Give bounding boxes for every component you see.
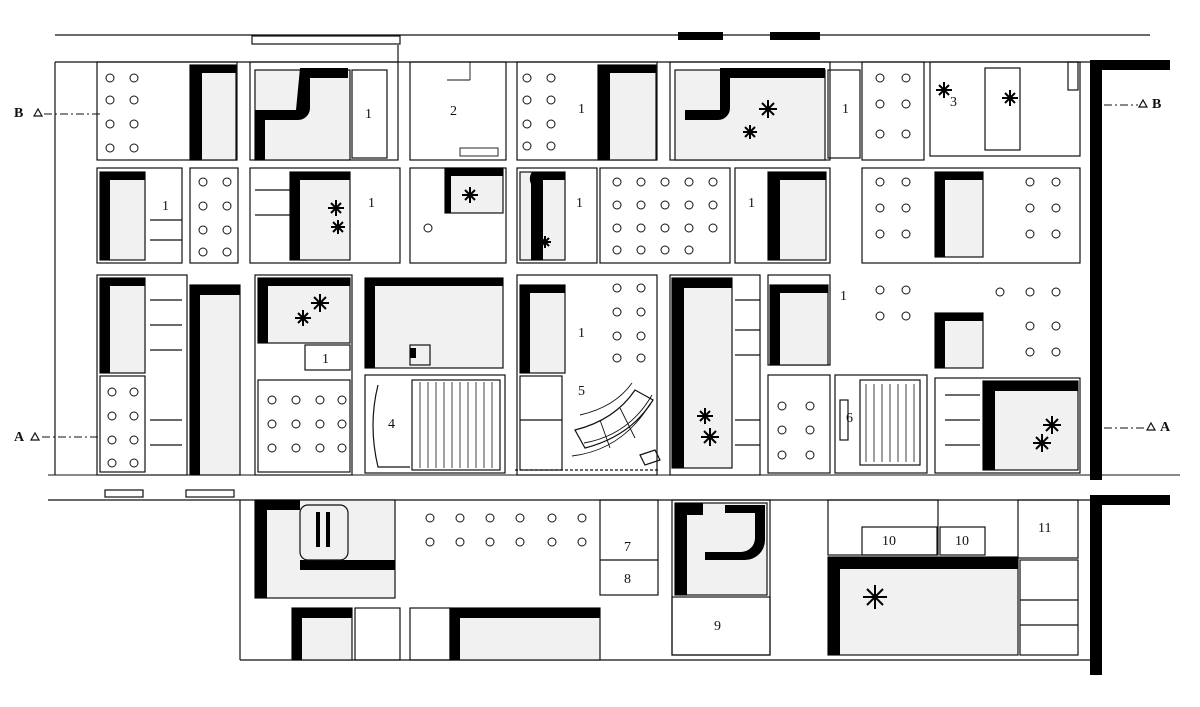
room-label-5: 5 <box>578 384 585 399</box>
seating-room-4 <box>372 379 501 471</box>
section-label-b-right: B <box>1152 97 1161 112</box>
svg-text:1: 1 <box>162 199 169 214</box>
svg-text:1: 1 <box>368 196 375 211</box>
room-label-8: 8 <box>624 572 631 587</box>
room-label-10a: 10 <box>882 534 896 549</box>
section-label-a-right: A <box>1160 420 1171 435</box>
partitions <box>150 45 1078 626</box>
room-label-2: 2 <box>450 104 457 119</box>
svg-text:1: 1 <box>842 102 849 117</box>
room-label-10b: 10 <box>955 534 969 549</box>
svg-text:1: 1 <box>576 196 583 211</box>
block-row-3: 4 6 <box>96 274 1081 476</box>
section-label-a-left: A <box>14 430 25 445</box>
svg-text:1: 1 <box>578 102 585 117</box>
column-grids <box>105 73 1061 547</box>
room-label-7: 7 <box>624 540 631 555</box>
room-label-6: 6 <box>846 411 853 426</box>
svg-text:1: 1 <box>840 289 847 304</box>
seating-room-6 <box>839 379 921 466</box>
svg-text:1: 1 <box>322 352 329 367</box>
room-labels-1: 1 1 1 1 1 1 1 1 1 <box>162 102 849 367</box>
amphitheatre: 5 <box>515 382 661 471</box>
room-label-4: 4 <box>388 417 395 432</box>
block-row-2 <box>96 167 1081 264</box>
section-label-b-left: B <box>14 106 23 121</box>
section-markers: B B A A <box>14 97 1171 445</box>
room-label-11: 11 <box>1038 521 1051 536</box>
room-label-1a: 1 <box>365 107 372 122</box>
svg-text:1: 1 <box>578 326 585 341</box>
garden-trees <box>295 82 1061 609</box>
room-label-9: 9 <box>714 619 721 634</box>
block-row-4: 7 8 9 10 10 11 <box>254 499 1079 661</box>
svg-text:1: 1 <box>748 196 755 211</box>
room-label-3: 3 <box>950 95 957 110</box>
block-row-1: 1 2 3 <box>96 61 1081 161</box>
